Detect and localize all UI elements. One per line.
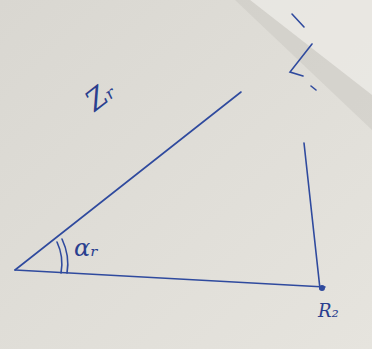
vertical-line [304, 143, 320, 289]
angle-arc [62, 239, 68, 273]
math-label: αᵣ [74, 236, 99, 260]
hypotenuse-line [15, 92, 241, 270]
corner-dot [320, 286, 324, 290]
paper-shadow [235, 0, 372, 130]
math-label: R₂ [318, 302, 339, 320]
angle-arc [57, 242, 62, 273]
pen-mark [290, 44, 312, 76]
pen-mark [292, 14, 304, 27]
pen-mark [311, 86, 316, 90]
math-label: Zᵣ [80, 76, 120, 116]
